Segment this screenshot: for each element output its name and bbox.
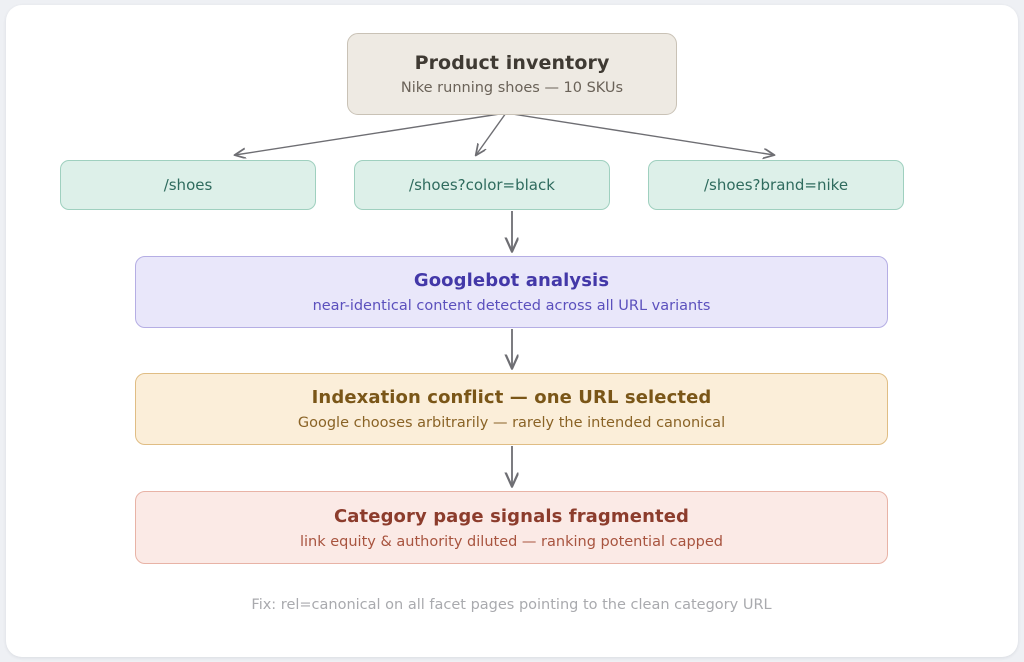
footer-note: Fix: rel=canonical on all facet pages po… bbox=[251, 597, 772, 613]
connector-root-to-facet-0 bbox=[235, 112, 507, 155]
node-facet-shoes[interactable]: /shoes bbox=[60, 160, 316, 210]
connector-root-to-facet-1 bbox=[476, 112, 507, 155]
node-title: Product inventory bbox=[414, 52, 610, 74]
diagram-card: Product inventory Nike running shoes — 1… bbox=[6, 5, 1018, 657]
node-facet-brand-nike[interactable]: /shoes?brand=nike bbox=[648, 160, 904, 210]
node-title: Googlebot analysis bbox=[413, 270, 610, 291]
node-subtitle: Google chooses arbitrarily — rarely the … bbox=[297, 415, 726, 431]
node-label: /shoes?brand=nike bbox=[703, 176, 849, 194]
node-facet-color-black[interactable]: /shoes?color=black bbox=[354, 160, 610, 210]
node-label: /shoes?color=black bbox=[409, 176, 555, 194]
node-title: Indexation conflict — one URL selected bbox=[311, 387, 712, 408]
node-googlebot-analysis[interactable]: Googlebot analysis near-identical conten… bbox=[135, 256, 888, 328]
connector-root-to-facet-2 bbox=[505, 112, 774, 155]
node-subtitle: link equity & authority diluted — rankin… bbox=[299, 533, 724, 550]
node-title: Category page signals fragmented bbox=[334, 505, 689, 527]
node-subtitle: near-identical content detected across a… bbox=[312, 298, 711, 314]
node-subtitle: Nike running shoes — 10 SKUs bbox=[400, 80, 624, 96]
node-signals-fragmented[interactable]: Category page signals fragmented link eq… bbox=[135, 491, 888, 564]
node-label: /shoes bbox=[163, 176, 213, 194]
node-indexation-conflict[interactable]: Indexation conflict — one URL selected G… bbox=[135, 373, 888, 445]
node-product-inventory[interactable]: Product inventory Nike running shoes — 1… bbox=[347, 33, 677, 115]
